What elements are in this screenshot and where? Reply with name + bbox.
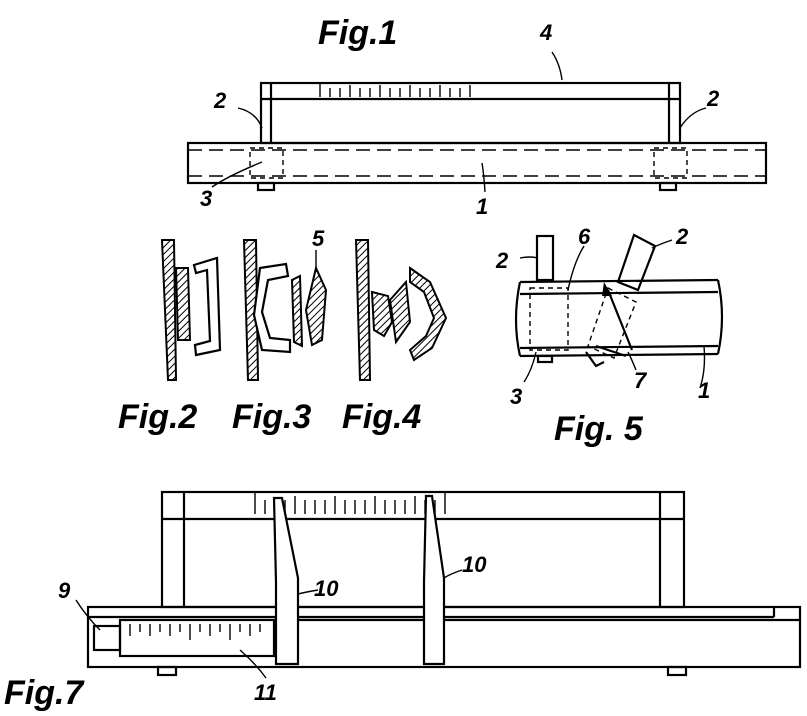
fig7-ref-10-left: 10 (314, 576, 339, 601)
fig7-pointer-left (272, 496, 300, 666)
fig5-ref-3: 3 (510, 384, 522, 409)
fig5-ref-6: 6 (578, 224, 591, 249)
figure-1: Fig.1 (186, 14, 768, 219)
fig5-ref-7: 7 (634, 368, 648, 393)
fig5-ref-2-right: 2 (675, 224, 689, 249)
figure-3: 5 Fig.3 (232, 226, 328, 436)
fig5-label: Fig. 5 (554, 410, 644, 448)
fig7-ref-11: 11 (254, 680, 277, 705)
fig1-ref-1: 1 (476, 194, 488, 219)
fig2-label: Fig.2 (118, 398, 197, 436)
fig3-label: Fig.3 (232, 398, 311, 436)
fig4-label: Fig.4 (342, 398, 421, 436)
fig3-ref-5: 5 (312, 226, 325, 251)
fig1-rail (186, 141, 768, 185)
fig1-ref-3: 3 (200, 186, 212, 211)
fig1-label: Fig.1 (318, 14, 397, 52)
fig5-ref-2-left: 2 (495, 248, 509, 273)
fig7-ref-10-right: 10 (462, 552, 487, 577)
fig5-ref-1: 1 (698, 378, 710, 403)
fig7-pointer-right (422, 494, 446, 666)
figure-2: Fig.2 (118, 239, 222, 436)
fig1-scale-ticks (319, 83, 471, 97)
fig1-ref-2-right: 2 (706, 86, 720, 111)
figure-4: Fig.4 (342, 239, 448, 436)
fig7-ref-9: 9 (58, 578, 71, 603)
fig1-ref-2-left: 2 (213, 88, 227, 113)
fig7-slide-scale-ticks (129, 624, 261, 640)
figure-5: 2 2 6 3 7 1 Fig. 5 (495, 224, 724, 448)
figure-7: 9 10 10 11 Fig.7 (4, 490, 802, 712)
fig1-ref-4: 4 (539, 20, 552, 45)
fig7-label: Fig.7 (4, 674, 85, 712)
